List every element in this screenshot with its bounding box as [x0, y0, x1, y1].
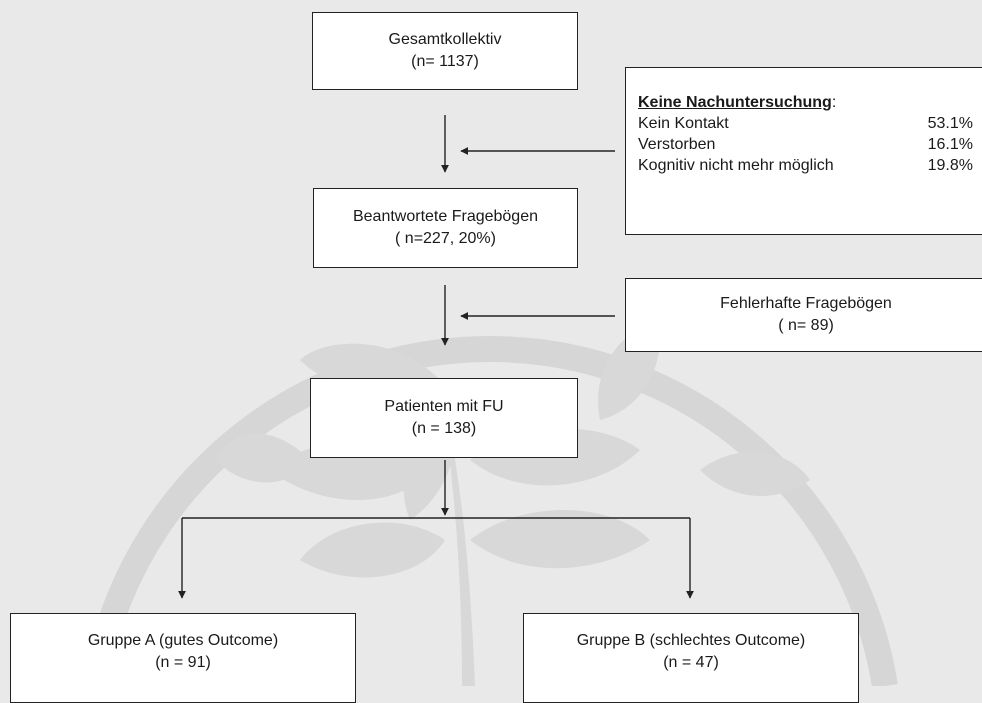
- excluded-row-label: Verstorben: [638, 136, 716, 153]
- excluded-row-label: Kein Kontakt: [638, 115, 729, 132]
- excluded-row-value: 53.1%: [927, 115, 973, 132]
- connector-lines: [178, 115, 694, 599]
- total-count: (n= 1137): [411, 53, 479, 70]
- group-b-title: Gruppe B (schlechtes Outcome): [576, 632, 806, 649]
- faulty-title: Fehlerhafte Fragebögen: [720, 295, 892, 312]
- group-a-count: (n = 91): [155, 654, 211, 671]
- group-a-title: Gruppe A (gutes Outcome): [87, 632, 279, 649]
- excluded-row: Kognitiv nicht mehr möglich 19.8%: [638, 155, 973, 176]
- followup-count: (n = 138): [411, 420, 477, 437]
- box-group-b: Gruppe B (schlechtes Outcome) (n = 47): [523, 613, 859, 703]
- excluded-heading: Keine Nachuntersuchung:: [638, 94, 837, 111]
- excluded-row: Kein Kontakt 53.1%: [638, 113, 973, 134]
- answered-count: ( n=227, 20%): [395, 230, 496, 247]
- excluded-row: Verstorben 16.1%: [638, 134, 973, 155]
- box-total: Gesamtkollektiv (n= 1137): [312, 12, 578, 90]
- box-excluded: Keine Nachuntersuchung: Kein Kontakt 53.…: [625, 67, 982, 235]
- faulty-count: ( n= 89): [778, 317, 834, 334]
- box-answered: Beantwortete Fragebögen ( n=227, 20%): [313, 188, 578, 268]
- followup-title: Patienten mit FU: [384, 398, 504, 415]
- excluded-row-label: Kognitiv nicht mehr möglich: [638, 157, 834, 174]
- box-faulty: Fehlerhafte Fragebögen ( n= 89): [625, 278, 982, 352]
- box-followup: Patienten mit FU (n = 138): [310, 378, 578, 458]
- excluded-row-value: 19.8%: [927, 157, 973, 174]
- total-title: Gesamtkollektiv: [388, 31, 502, 48]
- box-group-a: Gruppe A (gutes Outcome) (n = 91): [10, 613, 356, 703]
- answered-title: Beantwortete Fragebögen: [352, 208, 538, 225]
- excluded-row-value: 16.1%: [927, 136, 973, 153]
- group-b-count: (n = 47): [663, 654, 719, 671]
